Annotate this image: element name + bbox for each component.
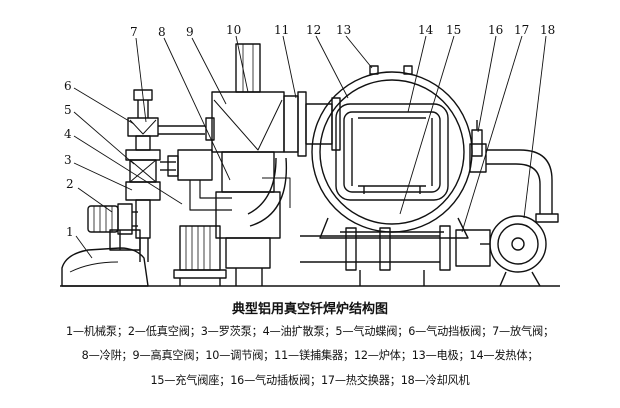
callout-16: 16 (488, 23, 504, 37)
legend-item: 11—镁捕集器； (274, 349, 354, 362)
brazing-furnace-diagram (60, 35, 560, 287)
legend-item: 3—罗茨泵； (200, 325, 263, 338)
callout-10: 10 (226, 23, 242, 37)
legend-item: 1—机械泵； (66, 325, 128, 338)
callout-13: 13 (336, 23, 352, 37)
legend-item: 12—炉体； (353, 349, 412, 362)
furnace-body (311, 65, 483, 239)
legend-item: 15—充气阀座； (150, 374, 231, 387)
legend-item: 8—冷阱； (81, 349, 133, 362)
callout-17: 17 (514, 23, 530, 37)
callout-12: 12 (306, 23, 322, 37)
diffusion-pump (173, 149, 232, 286)
callout-2: 2 (66, 177, 74, 191)
callout-8: 8 (158, 25, 166, 39)
legend-item: 2—低真空阀； (127, 325, 201, 338)
mechanical-pump (61, 203, 149, 287)
legend-item: 4—油扩散泵； (262, 325, 336, 338)
legend-line-3: 15—充气阀座；16—气动插板阀；17—热交换器；18—冷却风机 (0, 372, 620, 388)
legend-item: 17—热交换器； (320, 374, 401, 387)
callout-14: 14 (418, 23, 434, 37)
legend-item: 16—气动插板阀； (230, 374, 321, 387)
callout-1: 1 (66, 225, 74, 239)
left-valve-column (125, 89, 205, 262)
callout-18: 18 (540, 23, 556, 37)
callout-9: 9 (186, 25, 194, 39)
callout-11: 11 (274, 23, 290, 37)
high-vacuum-tower (205, 43, 285, 286)
callout-6: 6 (64, 79, 72, 93)
legend-item: 7—放气阀； (492, 325, 554, 338)
legend-item: 10—调节阀； (205, 349, 275, 362)
diagram-caption: 典型铝用真空钎焊炉结构图 (231, 302, 388, 317)
legend-line-2: 8—冷阱；9—高真空阀；10—调节阀；11—镁捕集器；12—炉体；13—电极；1… (0, 347, 620, 363)
cooling-circuit (300, 143, 559, 287)
legend-item: 13—电极； (411, 349, 470, 362)
callout-5: 5 (64, 103, 72, 117)
callout-3: 3 (64, 153, 72, 167)
legend-item: 9—高真空阀； (132, 349, 206, 362)
magnesium-trap (247, 91, 341, 227)
legend-line-1: 1—机械泵；2—低真空阀；3—罗茨泵；4—油扩散泵；5—气动蝶阀；6—气动挡板阀… (0, 323, 620, 339)
leader-lines (73, 35, 547, 259)
legend-item: 5—气动蝶阀； (335, 325, 409, 338)
legend-item: 6—气动挡板阀； (408, 325, 493, 338)
callout-7: 7 (130, 25, 138, 39)
legend-item: 14—发热体； (469, 349, 539, 362)
legend-item: 18—冷却风机 (400, 374, 470, 387)
callout-4: 4 (64, 127, 72, 141)
callout-15: 15 (446, 23, 462, 37)
